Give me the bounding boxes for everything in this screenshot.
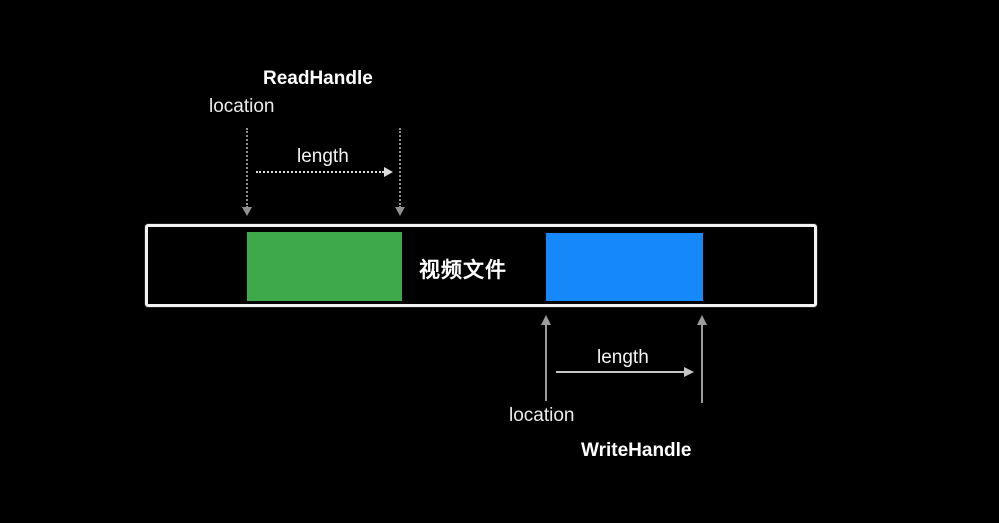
read-location-label: location [209,96,275,117]
read-location-start-down-arrowhead-icon [242,207,252,216]
read-location-end-down-arrow [399,128,401,208]
file-bar [145,224,817,307]
write-location-start-up-arrowhead-icon [541,315,551,325]
file-bar-label: 视频文件 [419,259,507,282]
read-length-right-arrow [256,171,384,173]
write-location-start-up-arrow [545,324,547,401]
write-location-label: location [509,405,575,426]
write-length-label: length [597,347,649,368]
read-length-label: length [297,146,349,167]
read-length-right-arrowhead-icon [384,167,393,177]
write-length-right-arrowhead-icon [684,367,694,377]
write-location-end-up-arrow [701,324,703,403]
write-location-end-up-arrowhead-icon [697,315,707,325]
write-length-right-arrow [556,371,684,373]
read-location-start-down-arrow [246,128,248,208]
write-handle-title: WriteHandle [581,440,692,461]
read-block [247,232,402,301]
read-handle-title: ReadHandle [263,68,373,89]
write-block [546,233,703,301]
read-location-end-down-arrowhead-icon [395,207,405,216]
